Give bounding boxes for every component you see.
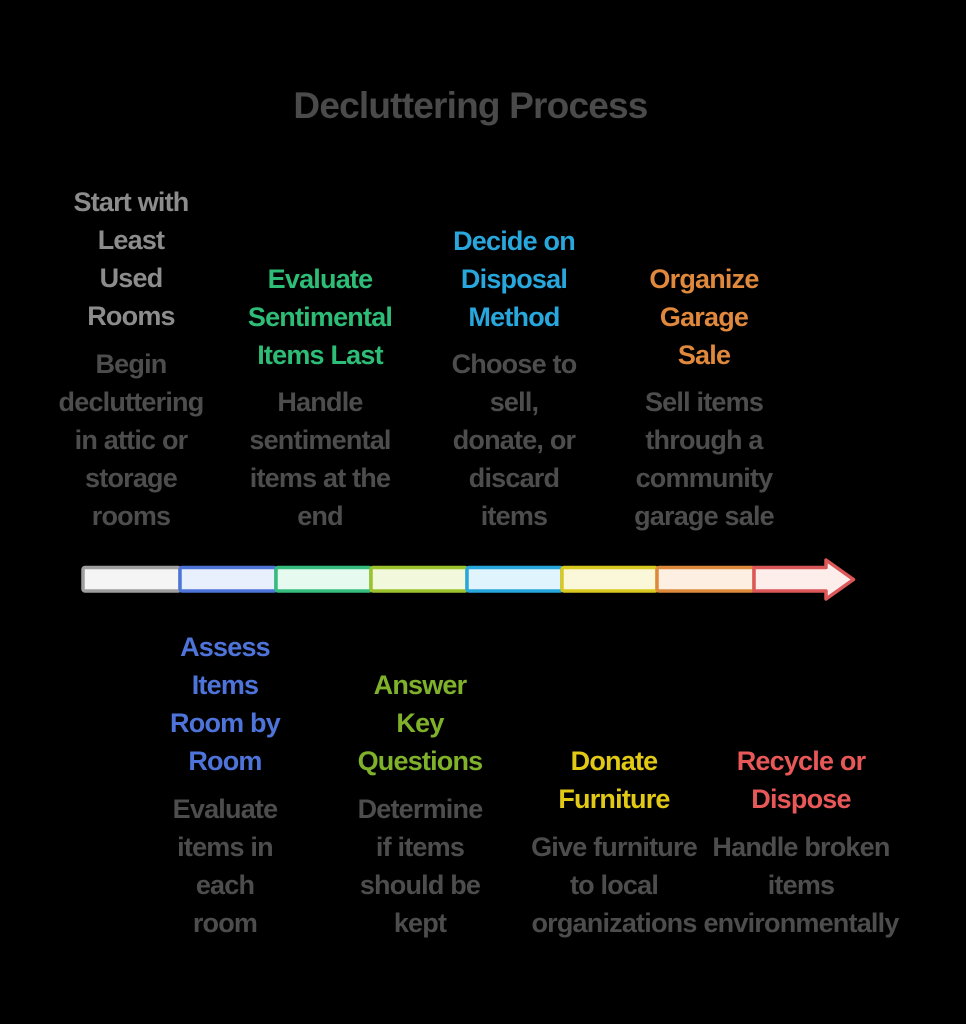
step-1-description: Begin decluttering in attic or storage r…: [58, 349, 205, 531]
step-3-title: Evaluate Sentimental Items Last: [247, 264, 393, 370]
step-1-title: Start with Least Used Rooms: [73, 187, 189, 331]
timeline-arrowhead: [752, 558, 856, 601]
step-5-title: Decide on Disposal Method: [453, 226, 576, 332]
step-7-description: Sell items through a community garage sa…: [634, 387, 775, 531]
step-7-title: Organize Garage Sale: [649, 264, 759, 370]
step-6-description: Give furniture to local organizations: [531, 832, 698, 938]
step-2-title: Assess Items Room by Room: [170, 632, 281, 776]
step-3-description: Handle sentimental items at the end: [249, 387, 391, 531]
step-5-description: Choose to sell, donate, or discard items: [451, 349, 578, 531]
timeline-bar-segment-1: [81, 565, 182, 593]
step-4-title: Answer Key Questions: [357, 670, 484, 776]
step-6-title: Donate Furniture: [558, 746, 670, 814]
step-8-description: Handle broken items environmentally: [703, 832, 899, 938]
step-8-title: Recycle or Dispose: [736, 746, 866, 814]
step-2-description: Evaluate items in each room: [172, 794, 278, 938]
step-4-description: Determine if items should be kept: [357, 794, 484, 938]
timeline-bar-segment-2: [178, 565, 278, 593]
timeline-bar-segment-7: [655, 565, 756, 593]
timeline-bar-segment-3: [274, 565, 373, 593]
timeline-bar-segment-6: [560, 565, 659, 593]
timeline-bar-segment-4: [369, 565, 469, 593]
diagram-title: Decluttering Process: [293, 85, 648, 126]
timeline-bar-segment-5: [465, 565, 564, 593]
